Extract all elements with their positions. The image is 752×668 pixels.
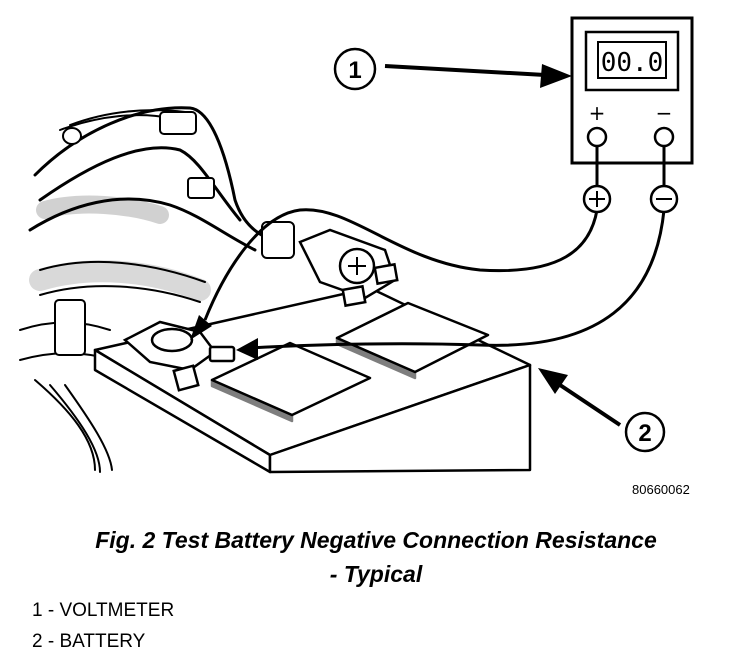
callout-2-number: 2 (638, 420, 651, 447)
voltmeter-display-reading: 00.0 (601, 48, 664, 78)
callout-1-number: 1 (348, 57, 361, 84)
legend-item-battery: 2 - BATTERY (32, 631, 146, 652)
voltmeter-minus-label: − (656, 101, 673, 125)
figure-code: 80660062 (632, 482, 690, 497)
figure-caption-line-2: - Typical (329, 561, 423, 587)
callout-2 (538, 368, 666, 453)
figure-caption-line-1: Fig. 2 Test Battery Negative Connection … (95, 527, 657, 553)
probe-symbols (589, 191, 672, 207)
voltmeter-plus-label: + (589, 101, 606, 125)
lead-arrowheads (190, 315, 258, 360)
positive-terminal-clamp (298, 228, 399, 308)
battery-test-diagram: 00.0 + − 1 2 (19, 16, 694, 474)
callout-1 (333, 47, 572, 91)
wiring-harness (19, 106, 292, 473)
test-leads (203, 146, 666, 350)
battery (93, 286, 532, 474)
legend-item-voltmeter: 1 - VOLTMETER (32, 600, 175, 621)
voltmeter (570, 16, 694, 165)
harness-connectors (54, 111, 295, 356)
